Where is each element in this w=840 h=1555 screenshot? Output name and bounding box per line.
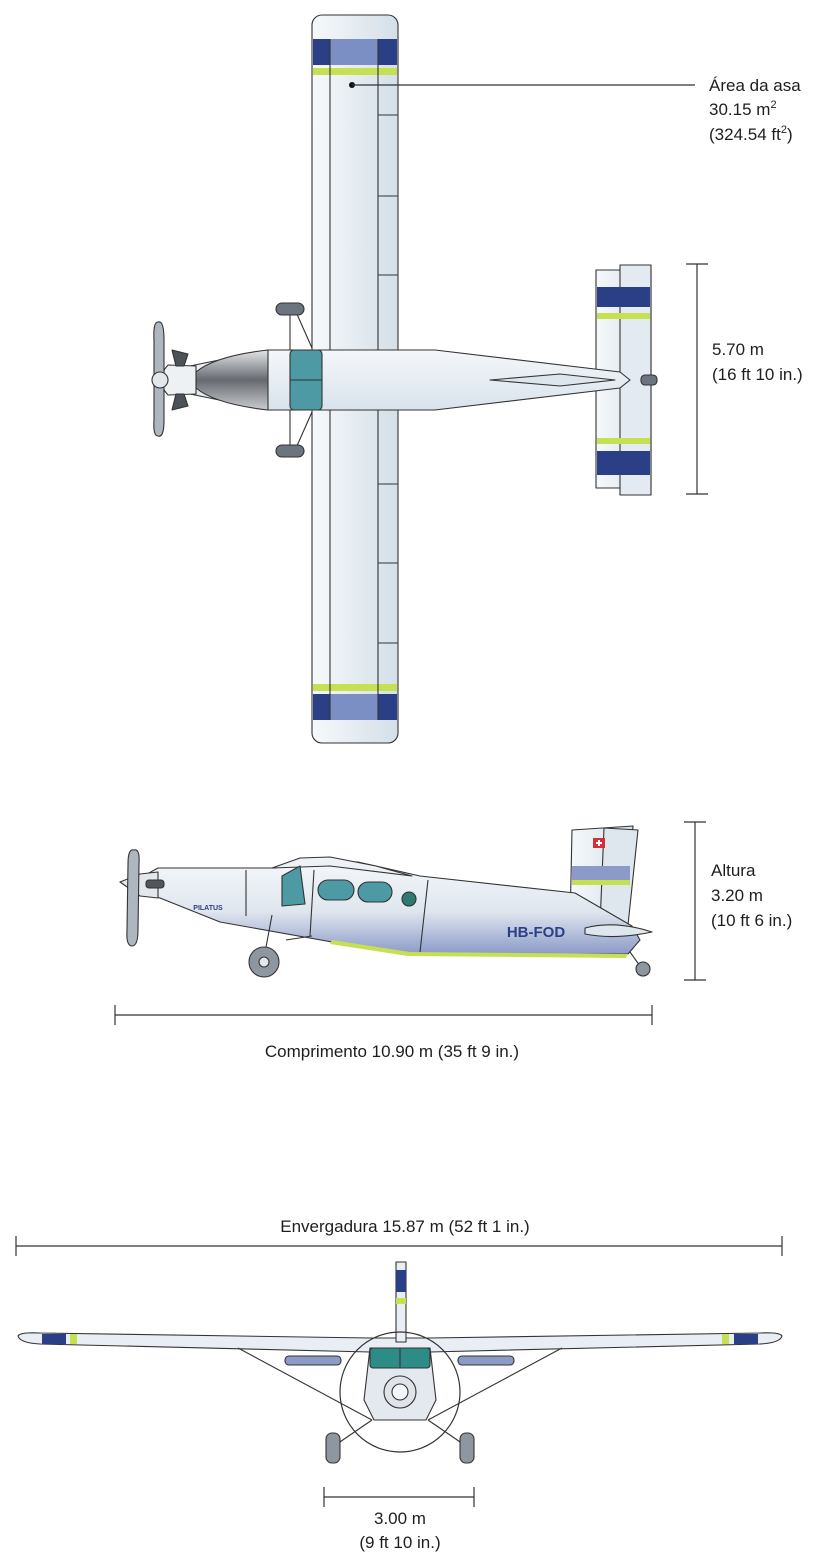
side-view: HB-FOD PILATUS Altura 3.20 m (10 ft 6 in…	[114, 821, 792, 1061]
exhaust-stacks	[171, 349, 189, 411]
height-metric: 3.20 m	[711, 886, 763, 905]
door-line-3	[419, 879, 429, 953]
flap-dividers	[378, 114, 398, 644]
dorsal-fin	[489, 373, 616, 387]
engine-cowling	[195, 349, 269, 411]
fin-stripe	[572, 880, 630, 885]
tail-band-bottom	[597, 451, 650, 475]
wingspan-label: Envergadura 15.87 m (52 ft 1 in.)	[280, 1217, 529, 1236]
cabin-window-2	[357, 881, 393, 903]
door-line-2	[309, 869, 315, 937]
track-metric: 3.00 m	[374, 1509, 426, 1528]
wingspan-dimension	[15, 1236, 783, 1256]
wing-stripe-top	[313, 68, 397, 75]
brand-logo: PILATUS	[193, 905, 223, 912]
tail-stripe-top	[597, 313, 650, 319]
prop-hub-top	[151, 371, 169, 389]
tail-stripe-bottom	[597, 438, 650, 444]
height-imperial: (10 ft 6 in.)	[711, 911, 792, 930]
tail-wheel-top	[640, 374, 658, 386]
front-fin-band	[396, 1270, 406, 1292]
registration-mark: HB-FOD	[507, 924, 565, 941]
front-wing-band-right	[734, 1334, 758, 1344]
swiss-cross	[596, 840, 602, 846]
length-label: Comprimento 10.90 m (35 ft 9 in.)	[265, 1042, 519, 1061]
tail-wheel-side	[629, 951, 651, 977]
belly-stripe	[330, 940, 628, 958]
height-dimension	[684, 821, 706, 981]
wing-struts	[237, 1347, 563, 1421]
tail-span-imperial: (16 ft 10 in.)	[712, 365, 803, 384]
porthole-window	[401, 891, 417, 907]
length-dimension	[114, 1005, 653, 1025]
tailplane-side	[584, 924, 653, 938]
top-view: Área da asa 30.15 m2 (324.54 ft2) 5.70 m…	[151, 14, 803, 744]
wing-area-label: Área da asa	[709, 76, 801, 95]
tail-span-metric: 5.70 m	[712, 340, 764, 359]
propeller-side-view	[126, 849, 140, 947]
main-gear-side	[248, 914, 313, 978]
front-fin-stripe	[396, 1298, 406, 1304]
front-wing-stripe-left	[70, 1334, 77, 1344]
track-imperial: (9 ft 10 in.)	[359, 1533, 440, 1552]
track-dimension	[323, 1487, 475, 1507]
exhaust-side	[145, 879, 165, 889]
tail-span-dimension	[686, 263, 708, 495]
front-wing-band-left	[42, 1334, 66, 1344]
cabin-roof	[271, 856, 413, 877]
wing-area-metric: 30.15 m2	[709, 99, 777, 119]
propeller-disc	[339, 1331, 461, 1453]
front-hub	[391, 1383, 409, 1401]
windshield	[281, 865, 306, 907]
wing-area-imperial: (324.54 ft2)	[709, 124, 793, 144]
wing-tip-band-top-light	[330, 39, 378, 65]
front-wing-stripe-right	[722, 1334, 729, 1344]
pod-right	[457, 1355, 515, 1366]
pod-left	[284, 1355, 342, 1366]
front-view: Envergadura 15.87 m (52 ft 1 in.)	[15, 1217, 783, 1552]
cabin-window-1	[317, 879, 355, 901]
wing-stripe-bottom	[313, 684, 397, 691]
front-landing-gear	[325, 1419, 475, 1464]
tail-band-top	[597, 287, 650, 307]
fin-band	[572, 866, 630, 880]
main-gear-top	[275, 302, 313, 458]
height-label: Altura	[711, 861, 756, 880]
wing-tip-band-bottom-light	[330, 694, 378, 720]
